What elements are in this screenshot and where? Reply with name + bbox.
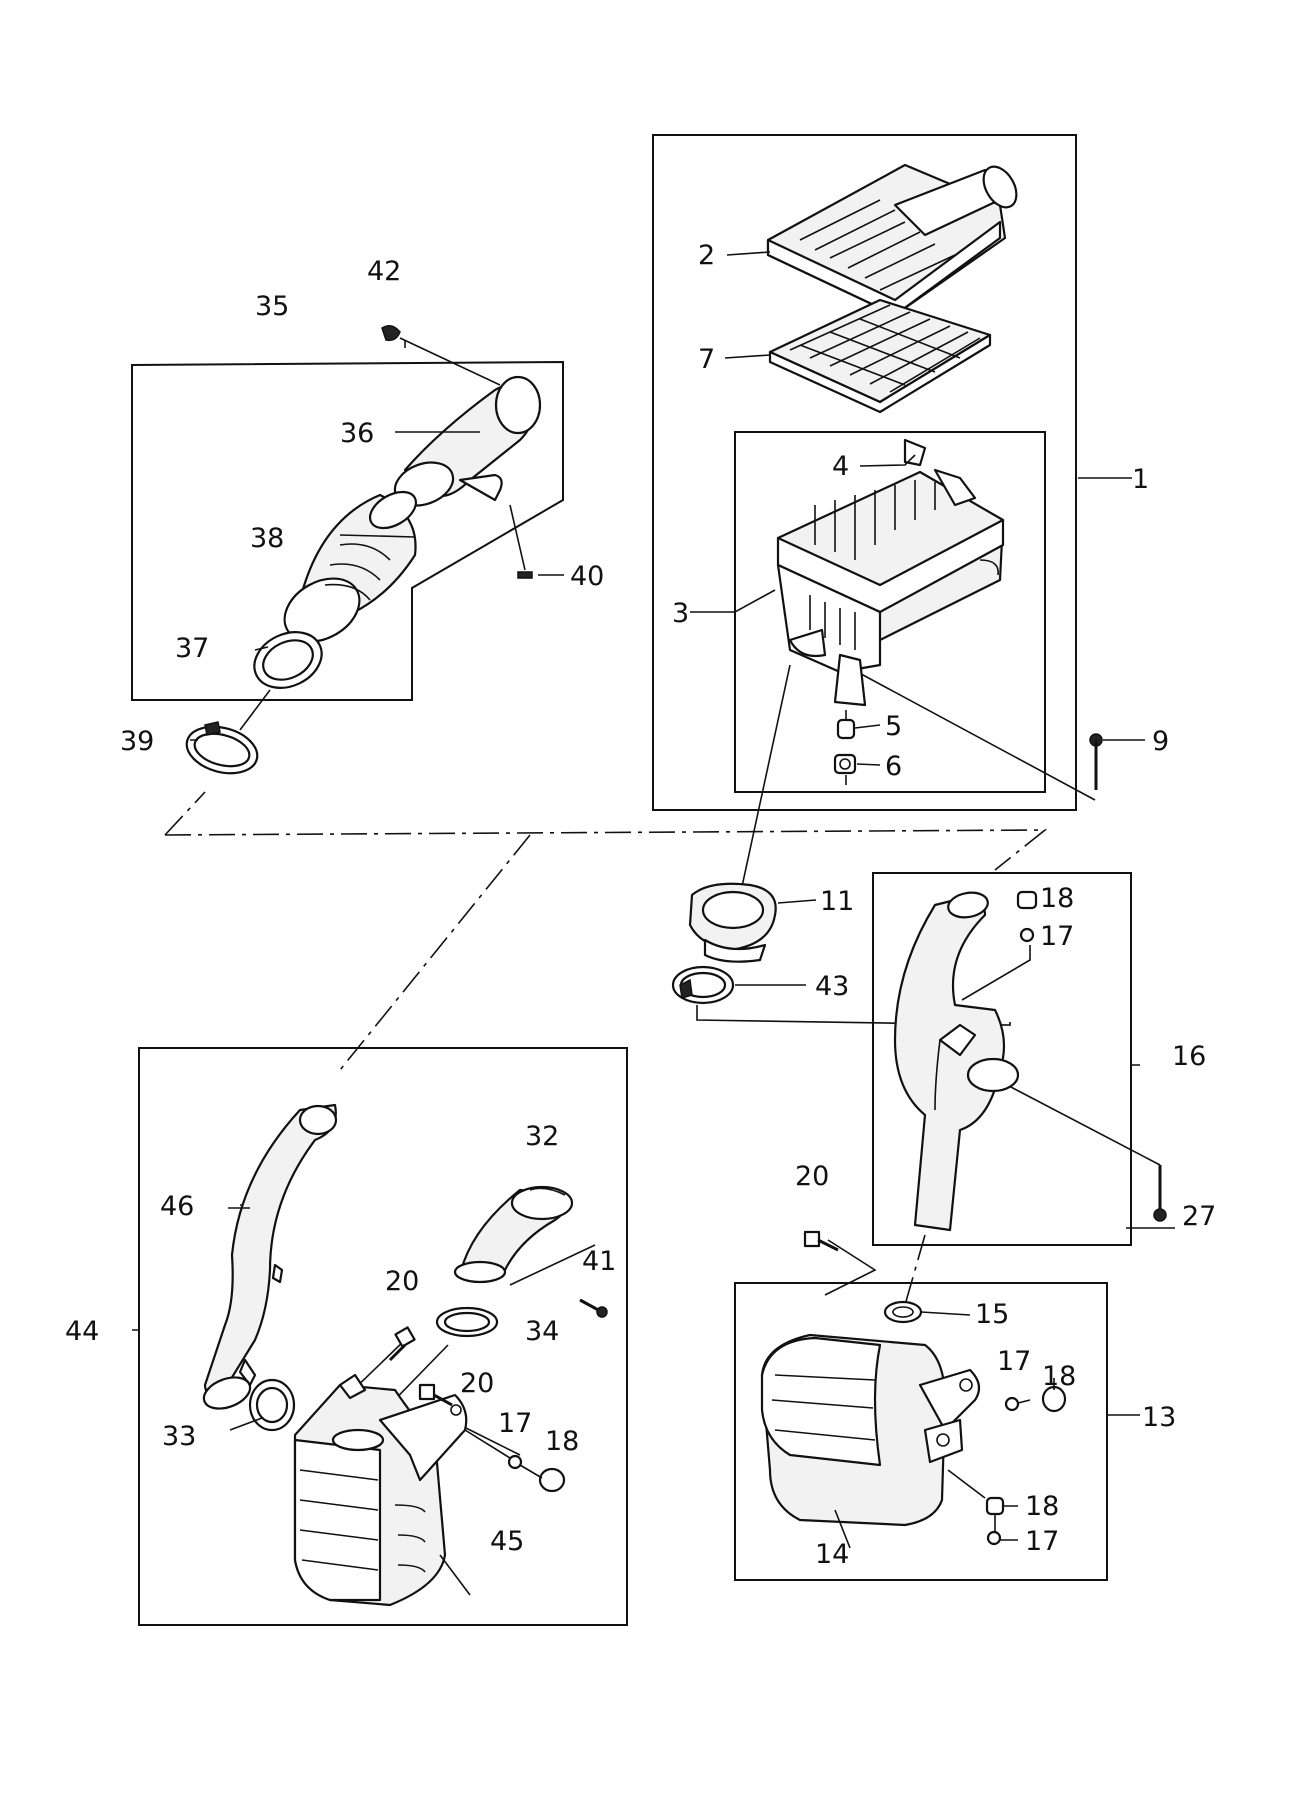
label-14: 14 [815,1539,849,1570]
label-18-upper: 18 [1040,883,1074,914]
label-27: 27 [1182,1201,1216,1232]
leader-37-to-39 [239,689,271,731]
collar-part-17-right [1004,1396,1020,1412]
label-13: 13 [1142,1402,1176,1433]
resonator-hose-part-38 [283,490,418,643]
leader-16-to-17 [961,945,1031,1001]
gasket-ring-part-37 [253,631,323,689]
leader-3-to-11 [737,664,791,906]
label-37: 37 [175,633,209,664]
group-box-44 [138,1047,628,1626]
leader-40-to-36 [509,504,526,571]
resonator-pipe-part-16 [893,891,1020,1232]
label-45: 45 [490,1526,524,1557]
duct-grommet-part-42 [381,325,401,342]
bolt-part-27 [1153,1165,1167,1222]
label-20-upper: 20 [385,1266,419,1297]
label-9: 9 [1152,726,1169,757]
label-35: 35 [255,291,289,322]
adapter-part-11 [688,882,777,963]
label-16: 16 [1172,1041,1206,1072]
gasket-ring-part-33 [248,1378,296,1432]
leader-33 [229,1417,263,1431]
leader-45-hardware [464,1429,543,1479]
label-38: 38 [250,523,284,554]
collar-part-17-upper [1019,927,1035,943]
label-18-lower: 18 [1025,1491,1059,1522]
group-box-13 [734,1282,1108,1581]
hose-clamp-part-43 [671,965,735,1005]
label-39: 39 [120,726,154,757]
label-33: 33 [162,1421,196,1452]
label-18-right: 18 [1042,1361,1076,1392]
dashed-connector-16-13 [904,1234,926,1306]
clamp-part-15 [883,1300,923,1324]
label-44: 44 [65,1316,99,1347]
label-46: 46 [160,1191,194,1222]
grommet-part-18-left [538,1467,566,1493]
label-11: 11 [820,886,854,917]
label-17-right: 17 [997,1346,1031,1377]
hose-clamp-part-39 [185,721,259,775]
label-18-left: 18 [545,1426,579,1457]
label-7: 7 [698,344,715,375]
resonator-part-45 [293,1373,468,1607]
part-number-labels: 1 2 3 4 5 6 7 9 11 13 14 15 16 17 17 17 … [65,240,1216,1570]
label-41: 41 [582,1246,616,1277]
air-cleaner-body-part-3 [776,438,1005,707]
group-box-35 [131,360,564,701]
label-40: 40 [570,561,604,592]
label-42: 42 [367,256,401,287]
label-4: 4 [832,451,849,482]
air-cleaner-cover-part-2 [766,163,1018,317]
leader-43-to-16 [696,1005,1011,1026]
bolt-part-20-upper [388,1326,416,1362]
label-3: 3 [672,598,689,629]
grommet-part-18-upper [1016,890,1038,910]
filter-element-part-7 [768,298,992,414]
nut-part-6 [833,753,857,785]
label-32: 32 [525,1121,559,1152]
leader-3-to-9 [849,667,1096,801]
group-box-1 [652,134,1077,811]
collar-part-17-lower [986,1530,1002,1546]
leader-13-hardware [947,1469,996,1532]
dashed-connector-left [164,791,1048,1071]
label-43: 43 [815,971,849,1002]
label-20-lower: 20 [460,1368,494,1399]
leader-41-to-32 [509,1244,596,1286]
label-34: 34 [525,1316,559,1347]
label-15: 15 [975,1299,1009,1330]
resonator-part-14 [760,1333,981,1527]
group-box-16 [872,872,1132,1246]
gasket-part-33-hose-end [202,1376,252,1410]
clip-part-40 [517,571,533,579]
air-hose-part-46 [203,1103,338,1402]
bolt-part-20-lower [418,1383,453,1407]
grommet-part-18-lower [985,1496,1005,1516]
label-20-right: 20 [795,1161,829,1192]
label-5: 5 [885,711,902,742]
bolt-part-41 [579,1298,608,1318]
leader-20-to-13 [824,1239,877,1296]
bolt-part-9 [1089,733,1103,790]
label-6: 6 [885,751,902,782]
leader-42-to-36 [399,337,501,386]
label-36: 36 [340,418,374,449]
grommet-part-5 [836,710,856,740]
gasket-ring-part-34 [435,1306,499,1338]
label-17-lower: 17 [1025,1526,1059,1557]
label-1: 1 [1132,464,1149,495]
collar-part-17-left [507,1454,523,1470]
elbow-duct-part-32 [453,1185,574,1284]
bolt-part-20-right [803,1230,839,1252]
label-17-upper: 17 [1040,921,1074,952]
label-2: 2 [698,240,715,271]
intake-duct-part-36 [393,375,542,507]
label-17-left: 17 [498,1408,532,1439]
